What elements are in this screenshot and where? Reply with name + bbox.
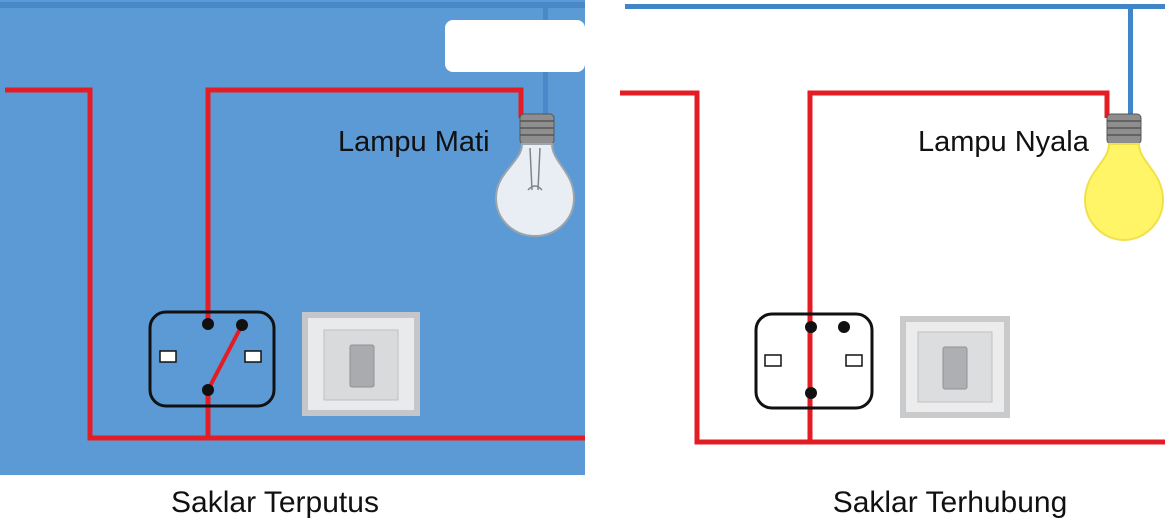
switch-socket-left <box>159 350 177 363</box>
bulb-off-icon <box>494 113 576 238</box>
switch-to-lamp-wire <box>807 90 1110 442</box>
wall-switch-icon <box>900 316 1010 418</box>
panel-background <box>585 0 1165 475</box>
diagram-caption: Saklar Terhubung <box>832 486 1068 519</box>
panel-switch-open: Lampu Mati <box>0 0 585 475</box>
circuit-diagram-closed <box>585 0 1165 475</box>
blank-patch <box>445 20 585 72</box>
switch-to-lamp-wire <box>205 87 524 322</box>
terminal-dot <box>838 321 850 333</box>
terminal-dot <box>202 384 214 396</box>
neutral-wire <box>625 4 1165 9</box>
panel-background <box>0 0 585 475</box>
switch-symbol-box <box>754 312 874 410</box>
lamp-status-label: Lampu Nyala <box>918 126 1089 158</box>
switch-symbol-box <box>148 310 276 408</box>
wall-switch-icon <box>302 312 420 416</box>
lamp-status-label: Lampu Mati <box>338 126 490 158</box>
bulb-on-icon <box>1083 113 1165 242</box>
terminal-dot <box>202 318 214 330</box>
terminal-dot <box>805 387 817 399</box>
panel-switch-closed: Lampu Nyala <box>585 0 1165 475</box>
terminal-dot <box>236 319 248 331</box>
lamp-hanging-wire <box>1128 6 1133 116</box>
phase-wire-outer <box>5 87 585 441</box>
switch-lever-open <box>206 324 244 391</box>
neutral-wire <box>0 2 585 8</box>
phase-wire-outer <box>620 90 1165 445</box>
terminal-dot <box>805 321 817 333</box>
switch-socket-right <box>845 354 863 367</box>
switch-socket-right <box>244 350 262 363</box>
circuit-diagram-open <box>0 0 585 475</box>
switch-socket-left <box>764 354 782 367</box>
diagram-caption: Saklar Terputus <box>171 486 379 519</box>
